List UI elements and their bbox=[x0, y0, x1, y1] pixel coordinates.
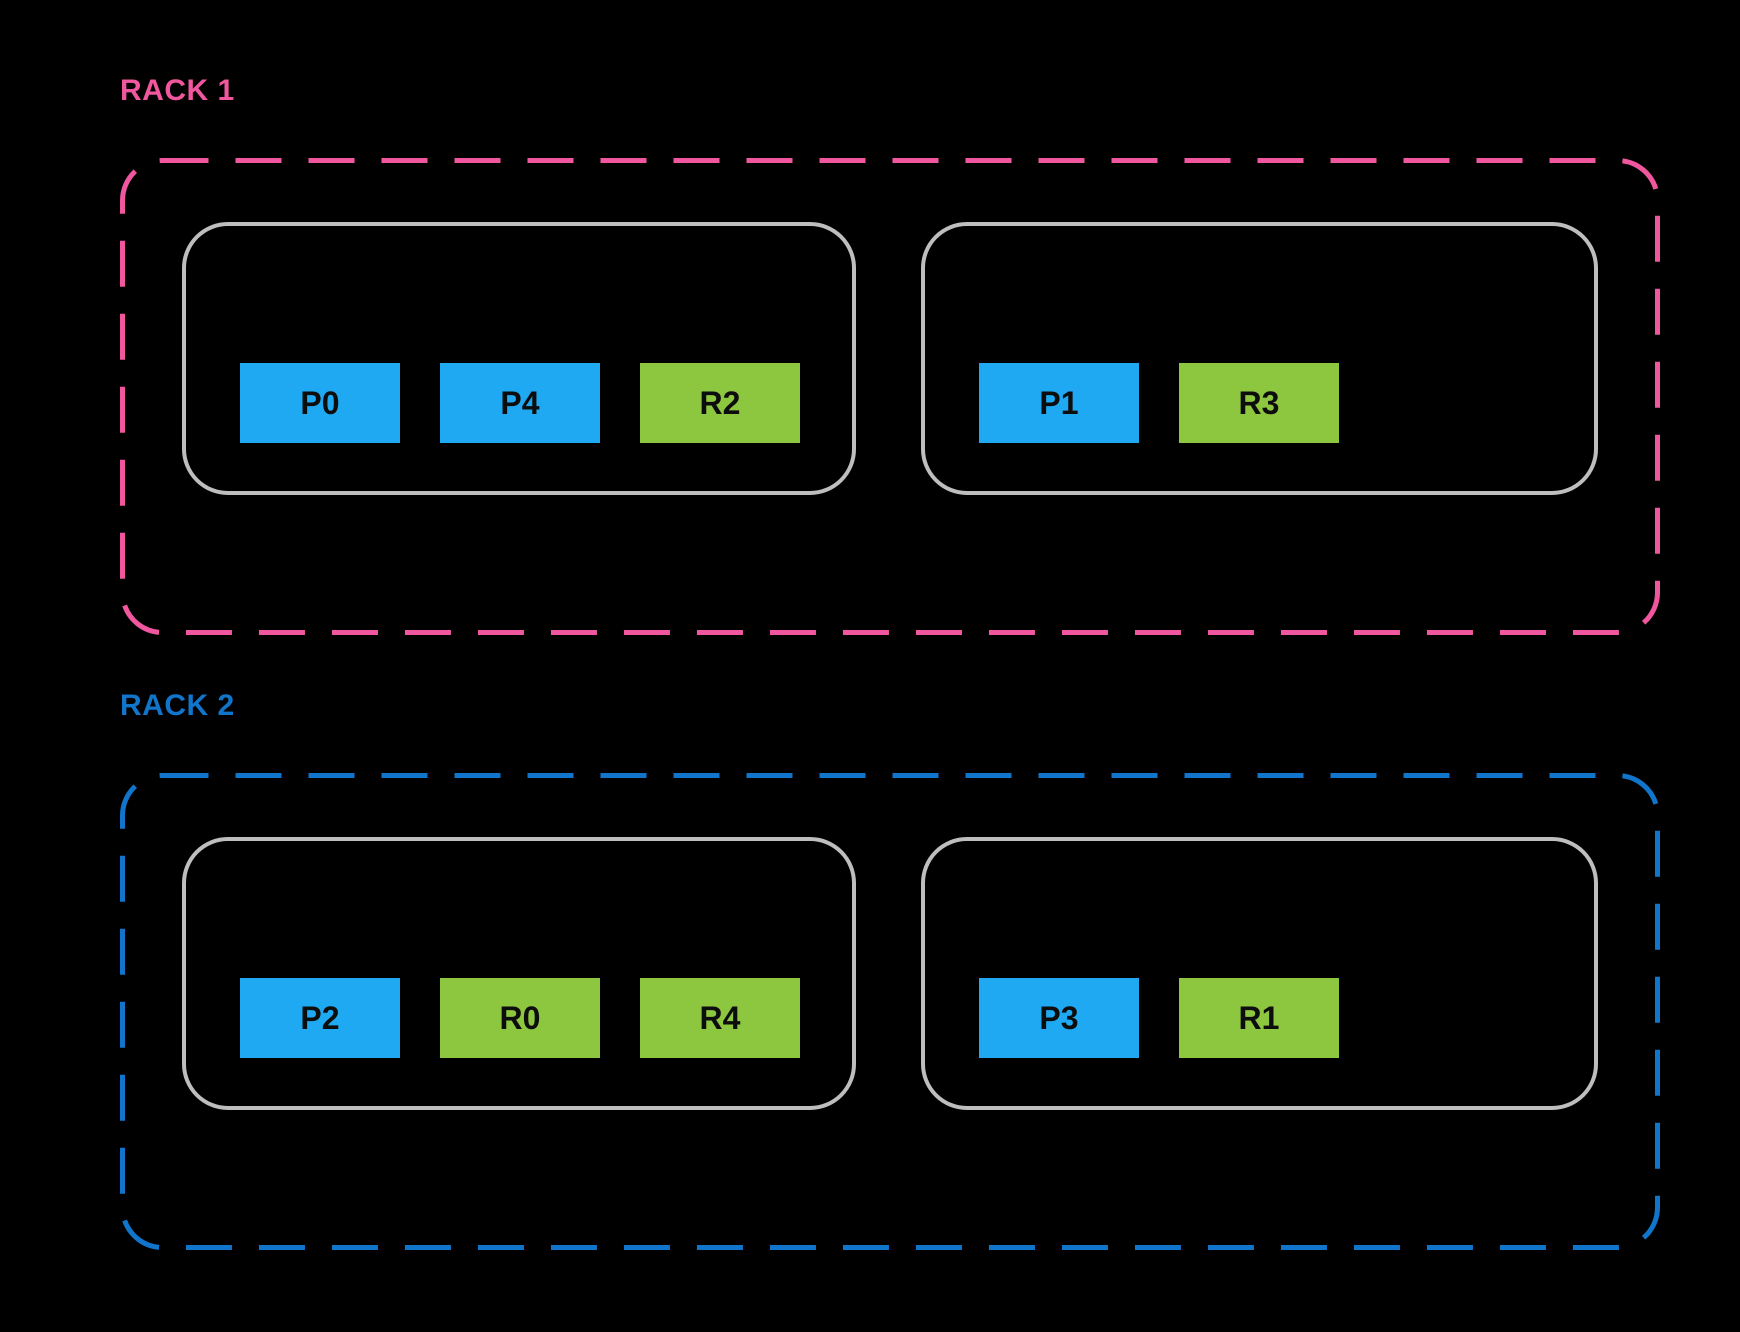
shard-r1: R1 bbox=[1179, 978, 1339, 1058]
shard-r2: R2 bbox=[640, 363, 800, 443]
rack1-label: RACK 1 bbox=[120, 74, 235, 107]
rack2-node-2: P3 R1 bbox=[921, 837, 1598, 1110]
rack1-node-2: P1 R3 bbox=[921, 222, 1598, 495]
rack1-node-1: P0 P4 R2 bbox=[182, 222, 856, 495]
shard-p0: P0 bbox=[240, 363, 400, 443]
rack1-boundary bbox=[120, 158, 1660, 635]
shard-r0: R0 bbox=[440, 978, 600, 1058]
rack2-node-1: P2 R0 R4 bbox=[182, 837, 856, 1110]
rack2-label: RACK 2 bbox=[120, 689, 235, 722]
shard-p4: P4 bbox=[440, 363, 600, 443]
rack2-boundary bbox=[120, 773, 1660, 1250]
shard-p3: P3 bbox=[979, 978, 1139, 1058]
shard-p2: P2 bbox=[240, 978, 400, 1058]
shard-p1: P1 bbox=[979, 363, 1139, 443]
shard-r3: R3 bbox=[1179, 363, 1339, 443]
shard-r4: R4 bbox=[640, 978, 800, 1058]
rack1-boundary-outline bbox=[120, 158, 1660, 635]
rack2-boundary-outline bbox=[120, 773, 1660, 1250]
